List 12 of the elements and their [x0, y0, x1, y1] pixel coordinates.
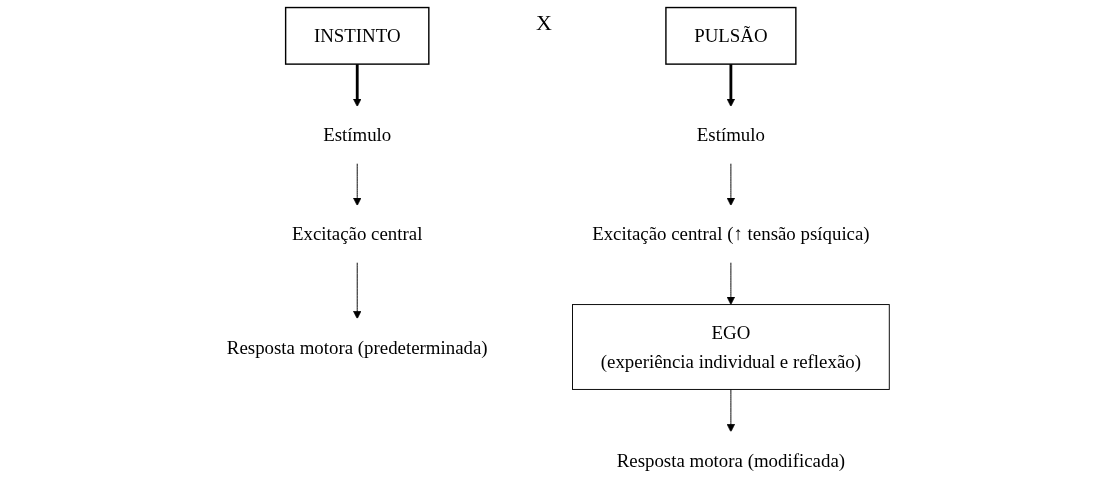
node-text: Resposta motora (predeterminada)	[226, 336, 488, 358]
node-text: Excitação central (↑ tensão psíquica)	[591, 223, 870, 245]
arrow	[352, 64, 362, 107]
node-box: INSTINTO	[284, 6, 430, 65]
node-box: PULSÃO	[664, 6, 797, 65]
separator-text: X	[536, 10, 552, 35]
node-text: Resposta motora (modificada)	[616, 449, 845, 471]
node-text: Estímulo	[322, 124, 392, 146]
node-text: Excitação central	[291, 223, 423, 245]
arrow	[726, 64, 735, 107]
node-box: EGO (experiência individual e reflexão)	[571, 304, 890, 390]
node-text: Estímulo	[696, 124, 765, 146]
